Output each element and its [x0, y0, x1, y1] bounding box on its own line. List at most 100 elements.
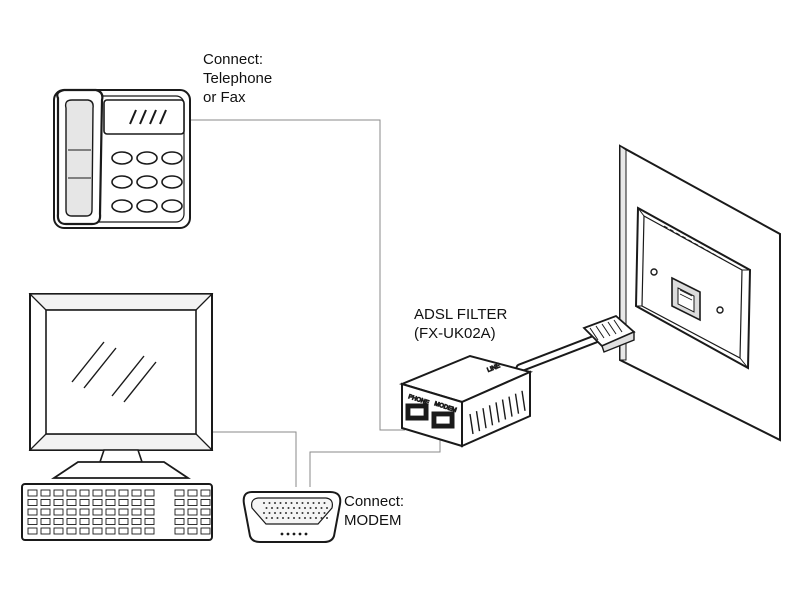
- keyboard-key: [118, 518, 129, 525]
- modem-grille-dot: [293, 507, 295, 509]
- modem-grille-dot: [312, 502, 315, 504]
- keyboard-key: [53, 527, 64, 535]
- keyboard-key: [40, 527, 51, 535]
- keyboard-key: [131, 527, 142, 535]
- computer-wire: [212, 431, 297, 487]
- modem-grille-dot: [271, 507, 273, 509]
- keyboard-key: [79, 499, 90, 506]
- filter-vent-slot: [488, 405, 494, 426]
- keyboard-key: [174, 527, 185, 535]
- keyboard-key: [53, 499, 64, 506]
- keyboard-key: [118, 527, 129, 535]
- keyboard-key: [40, 489, 51, 497]
- keyboard-key: [105, 499, 116, 506]
- keyboard-key: [79, 527, 90, 535]
- phone-port-icon: [405, 403, 429, 421]
- keyboard-key: [144, 499, 155, 506]
- wires: [190, 119, 441, 487]
- keyboard-key: [144, 489, 155, 497]
- modem-grille-dot: [268, 502, 271, 504]
- modem-grille-dot: [312, 512, 315, 514]
- keyboard-key: [144, 508, 155, 516]
- modem-grille-dot: [307, 512, 309, 514]
- modem-grille-dot: [326, 507, 328, 509]
- telephone-icon: [53, 88, 191, 229]
- modem-grille-dot: [276, 517, 279, 519]
- keyboard-key: [27, 518, 38, 525]
- modem-grille-dot: [315, 507, 317, 509]
- telephone-label-line1: Connect:: [203, 51, 264, 68]
- modem-label: Connect: MODEM: [344, 492, 404, 530]
- keyboard-key: [66, 499, 77, 506]
- keyboard-icon: [21, 483, 213, 541]
- modem-grille-dot: [301, 512, 304, 514]
- modem-grille-dot: [285, 512, 287, 514]
- keyboard-key: [92, 489, 103, 497]
- modem-wire: [309, 440, 441, 487]
- keyboard-key: [187, 489, 198, 497]
- rj11-plug-icon: [582, 314, 636, 353]
- modem-grille-dot: [298, 517, 301, 519]
- filter-vent-slot: [482, 408, 487, 429]
- modem-grille-dot: [318, 502, 320, 504]
- modem-grille-dot: [268, 512, 271, 514]
- keyboard-key: [118, 489, 129, 497]
- keyboard-key: [105, 527, 116, 535]
- modem-icon: [242, 491, 342, 543]
- modem-grille-dot: [271, 517, 273, 519]
- modem-grille-dot: [315, 517, 317, 519]
- modem-grille-dot: [309, 517, 312, 519]
- keyboard-key: [174, 489, 185, 497]
- keyboard-key: [131, 489, 142, 497]
- modem-grille-dot: [287, 517, 290, 519]
- modem-label-line1: Connect:: [344, 493, 405, 510]
- modem-grille-dot: [304, 517, 306, 519]
- modem-grille-dot: [320, 507, 323, 509]
- keyboard-key: [144, 518, 155, 525]
- filter-label-line1: ADSL FILTER: [414, 306, 508, 323]
- modem-grille-dot: [276, 507, 279, 509]
- modem-grille-dot: [320, 517, 323, 519]
- keyboard-key: [118, 499, 129, 506]
- keyboard-key: [131, 508, 142, 516]
- filter-vent-slot: [514, 393, 520, 414]
- keyboard-key: [105, 518, 116, 525]
- keyboard-key: [174, 508, 185, 516]
- keyboard-key: [131, 518, 142, 525]
- keyboard-key: [66, 527, 77, 535]
- modem-grille-dot: [265, 507, 268, 509]
- line-port-label: LINE: [487, 363, 502, 374]
- modem-grille-dot: [274, 502, 276, 504]
- modem-grille-dot: [298, 507, 301, 509]
- modem-grille-dot: [274, 512, 276, 514]
- keyboard-key: [53, 518, 64, 525]
- keyboard-key: [92, 527, 103, 535]
- telephone-label-line3: or Fax: [203, 89, 246, 106]
- keyboard-key: [131, 499, 142, 506]
- keyboard-key: [27, 489, 38, 497]
- keyboard-key: [66, 518, 77, 525]
- modem-grille-dot: [304, 507, 306, 509]
- modem-grille-dot: [285, 502, 287, 504]
- modem-label-line2: MODEM: [344, 512, 402, 529]
- keyboard-key: [200, 489, 211, 497]
- modem-grille-dot: [287, 507, 290, 509]
- keyboard-key: [79, 508, 90, 516]
- modem-grille-dot: [279, 512, 282, 514]
- keyboard-key: [200, 499, 211, 506]
- keyboard-key: [79, 518, 90, 525]
- keyboard-key: [187, 527, 198, 535]
- modem-grille-dot: [282, 517, 284, 519]
- filter-vent-slot: [475, 410, 481, 432]
- modem-port-icon: [431, 411, 455, 429]
- modem-grille-dot: [263, 502, 265, 504]
- keyboard-key: [27, 499, 38, 506]
- keyboard-key: [92, 518, 103, 525]
- keyboard-key: [200, 508, 211, 516]
- keyboard-key: [27, 508, 38, 516]
- keyboard-key: [187, 508, 198, 516]
- keyboard-key: [66, 489, 77, 497]
- keyboard-key: [27, 527, 38, 535]
- keyboard-key: [66, 508, 77, 516]
